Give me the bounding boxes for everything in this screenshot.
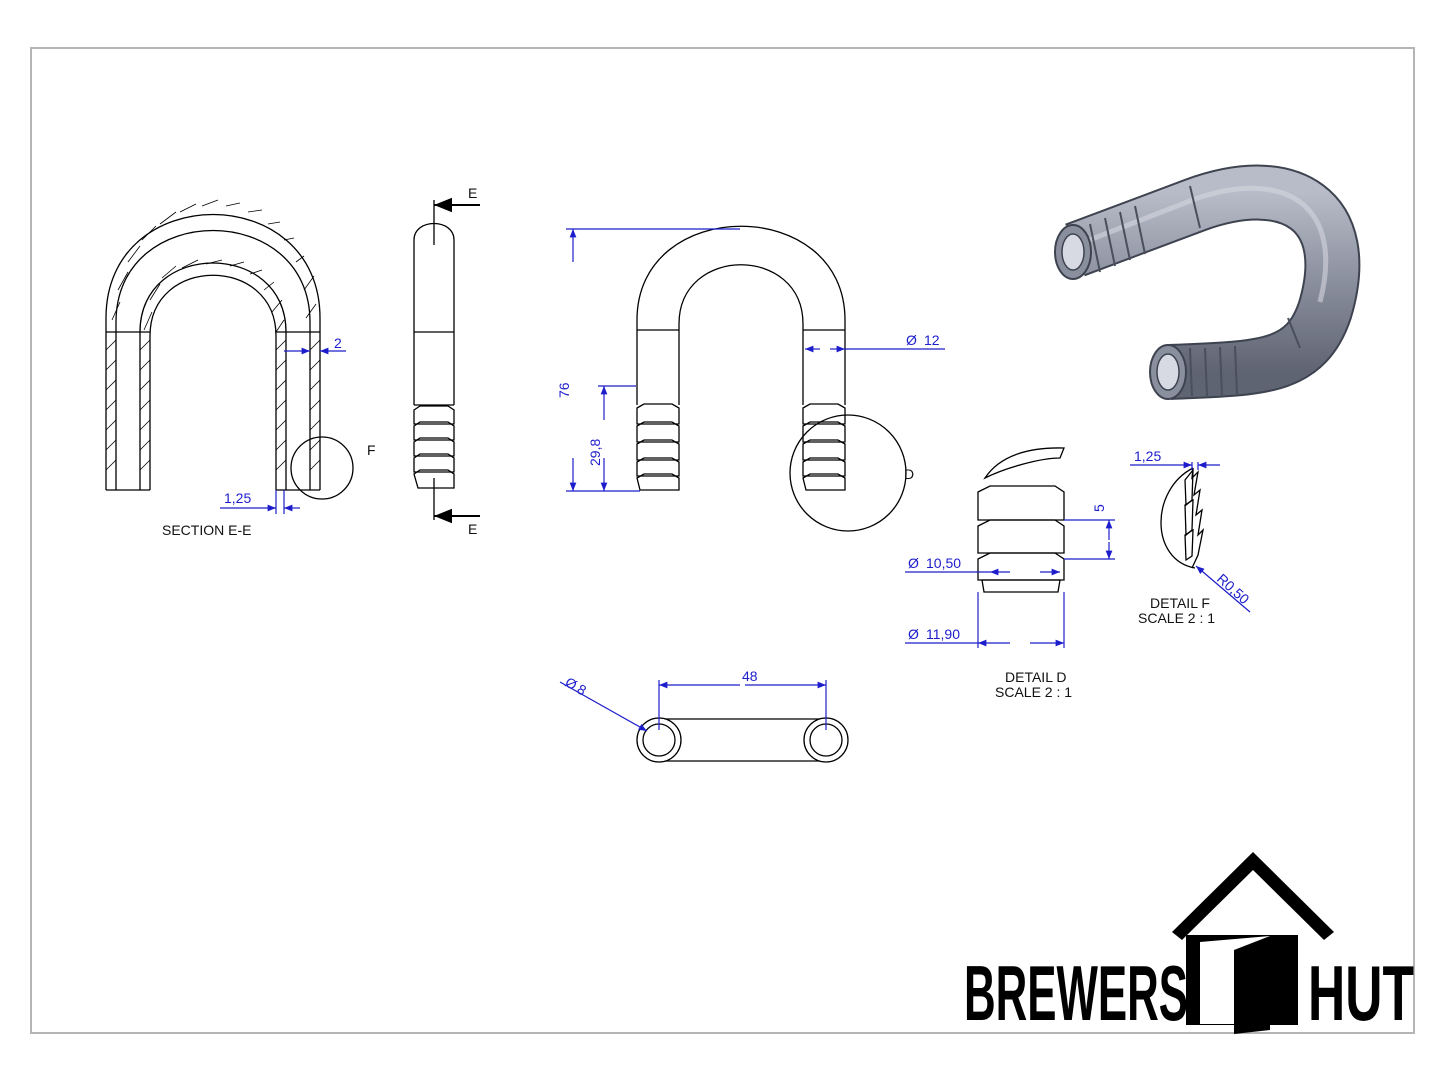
logo-left-word: BREWERS xyxy=(964,949,1188,1037)
top-dim-spacing: 48 xyxy=(742,668,758,684)
iso-render xyxy=(1054,164,1361,400)
detail-d-dim-pitch: 5 xyxy=(1091,504,1107,512)
detail-d-scale: SCALE 2 : 1 xyxy=(995,684,1072,700)
detail-f-title: DETAIL F xyxy=(1150,595,1210,611)
detail-f-scale: SCALE 2 : 1 xyxy=(1138,610,1215,626)
logo-right-word: HUT xyxy=(1308,949,1414,1037)
brewers-hut-logo: BREWERS HUT xyxy=(964,852,1414,1037)
front-right-barbs xyxy=(802,403,846,491)
detail-d-callout: D xyxy=(904,466,914,482)
detail-d-dia-symbol-max: Ø xyxy=(908,626,919,642)
side-view xyxy=(413,197,480,524)
section-dim-step: 1,25 xyxy=(224,490,251,506)
detail-f-view xyxy=(1130,461,1251,613)
detail-d-view xyxy=(905,447,1115,648)
detail-d-dia-symbol-min: Ø xyxy=(908,555,919,571)
section-view xyxy=(105,199,354,514)
detail-d-title: DETAIL D xyxy=(1005,669,1066,685)
section-dim-wall: 2 xyxy=(334,335,342,351)
side-barbs xyxy=(413,405,455,489)
detail-f-dim-step: 1,25 xyxy=(1134,448,1161,464)
cut-label-bottom: E xyxy=(468,521,477,537)
detail-f-callout: F xyxy=(367,442,376,458)
front-dim-height: 76 xyxy=(556,382,572,398)
detail-d-dim-max: 11,90 xyxy=(926,626,960,642)
front-view xyxy=(566,225,945,532)
section-title: SECTION E-E xyxy=(162,522,251,538)
cut-label-top: E xyxy=(468,185,477,201)
front-dim-barb-length: 29,8 xyxy=(587,439,603,466)
top-view xyxy=(559,680,849,763)
sheet-border xyxy=(30,47,1415,1034)
detail-d-dim-min: 10,50 xyxy=(926,555,961,571)
front-dia-symbol: Ø xyxy=(906,332,917,348)
front-dim-diameter: 12 xyxy=(924,332,940,348)
detail-f-dim-radius: R0,50 xyxy=(1214,570,1253,607)
front-left-barbs xyxy=(636,403,680,491)
house-icon xyxy=(1172,852,1334,1034)
